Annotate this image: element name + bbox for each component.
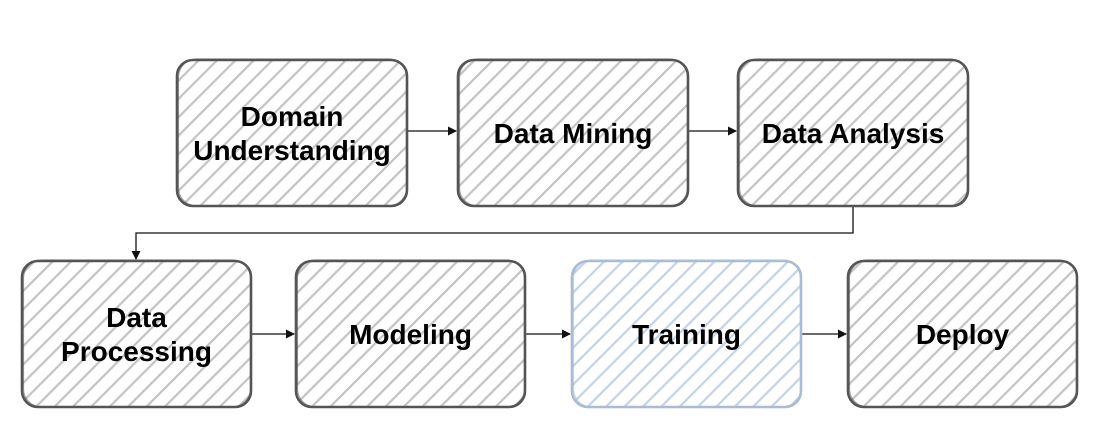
node-label-deploy-line-1: Deploy bbox=[916, 319, 1010, 350]
node-box-domain bbox=[175, 58, 409, 208]
edges-layer bbox=[131, 126, 854, 339]
node-label-analysis-line-1: Data Analysis bbox=[762, 118, 945, 149]
node-label-modeling-line-1: Modeling bbox=[349, 319, 472, 350]
node-sketch-outline-mining bbox=[458, 58, 689, 207]
arrow-analysis-to-processing bbox=[131, 206, 854, 260]
node-modeling: Modeling bbox=[294, 259, 527, 409]
node-analysis: Data Analysis bbox=[736, 58, 970, 208]
node-label-domain-line-1: Domain bbox=[241, 101, 344, 132]
node-box-processing bbox=[20, 259, 253, 409]
node-training: Training bbox=[570, 259, 803, 409]
node-deploy: Deploy bbox=[846, 259, 1079, 409]
node-label-processing-line-2: Processing bbox=[61, 336, 212, 367]
node-sketch-outline-domain bbox=[177, 58, 408, 207]
node-sketch-outline-modeling bbox=[296, 259, 526, 408]
node-label-domain-line-2: Understanding bbox=[193, 135, 391, 166]
node-label-processing-line-1: Data bbox=[106, 302, 167, 333]
node-mining: Data Mining bbox=[456, 58, 690, 208]
node-sketch-outline-training bbox=[572, 259, 802, 408]
node-sketch-outline-analysis bbox=[738, 58, 969, 207]
node-sketch-outline-processing bbox=[22, 259, 252, 408]
node-label-training-line-1: Training bbox=[632, 319, 741, 350]
node-label-mining-line-1: Data Mining bbox=[494, 118, 653, 149]
node-sketch-outline-deploy bbox=[848, 259, 1078, 408]
